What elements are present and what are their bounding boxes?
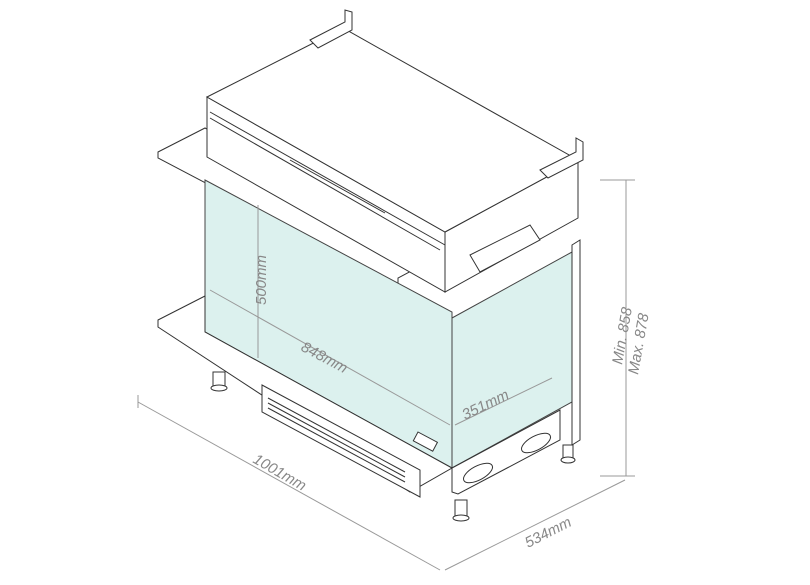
dim-overall-width: 1001mm	[250, 451, 309, 495]
dimension-lines	[137, 179, 635, 571]
mounting-bracket-right	[539, 137, 584, 179]
adjustable-feet	[210, 371, 576, 522]
side-cutout-right	[520, 432, 552, 454]
side-cutout-left	[462, 462, 494, 484]
dim-glass-height: 500mm	[253, 255, 270, 305]
dim-overall-depth: 534mm	[522, 514, 574, 552]
vent-grille	[267, 397, 406, 483]
side-frame	[571, 239, 581, 446]
mounting-bracket-left	[309, 9, 353, 49]
control-label	[412, 431, 439, 452]
handle-bracket	[469, 224, 541, 273]
base-side-panel	[451, 409, 561, 495]
